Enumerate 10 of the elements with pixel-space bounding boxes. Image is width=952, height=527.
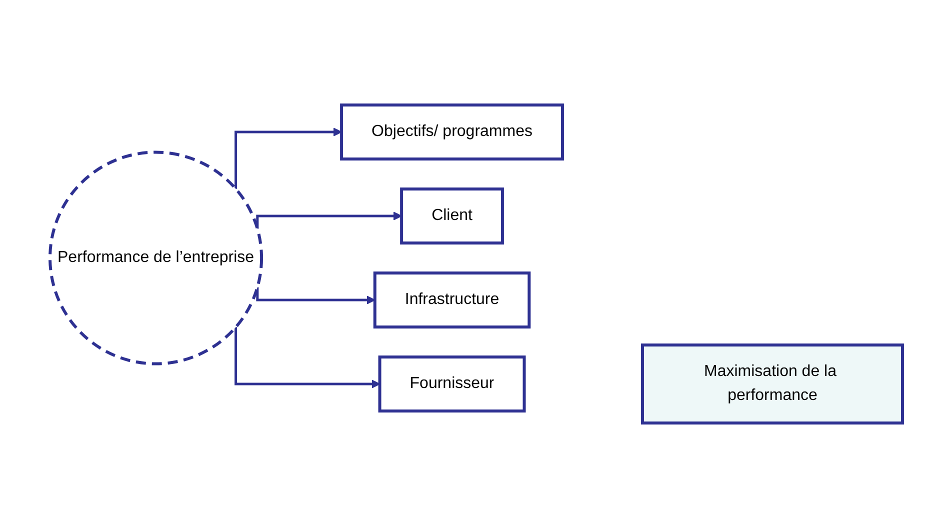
arrow — [234, 326, 380, 388]
arrow — [256, 286, 376, 304]
node-box: Client — [400, 187, 504, 244]
node-box: Objectifs/ programmes — [340, 103, 564, 160]
arrow — [234, 127, 342, 188]
node-circle: Performance de l’entreprise — [48, 150, 263, 365]
arrow — [256, 211, 402, 228]
node-box: Maximisation de la performance — [640, 343, 904, 424]
node-box: Infrastructure — [373, 271, 530, 328]
node-box: Fournisseur — [378, 355, 526, 412]
